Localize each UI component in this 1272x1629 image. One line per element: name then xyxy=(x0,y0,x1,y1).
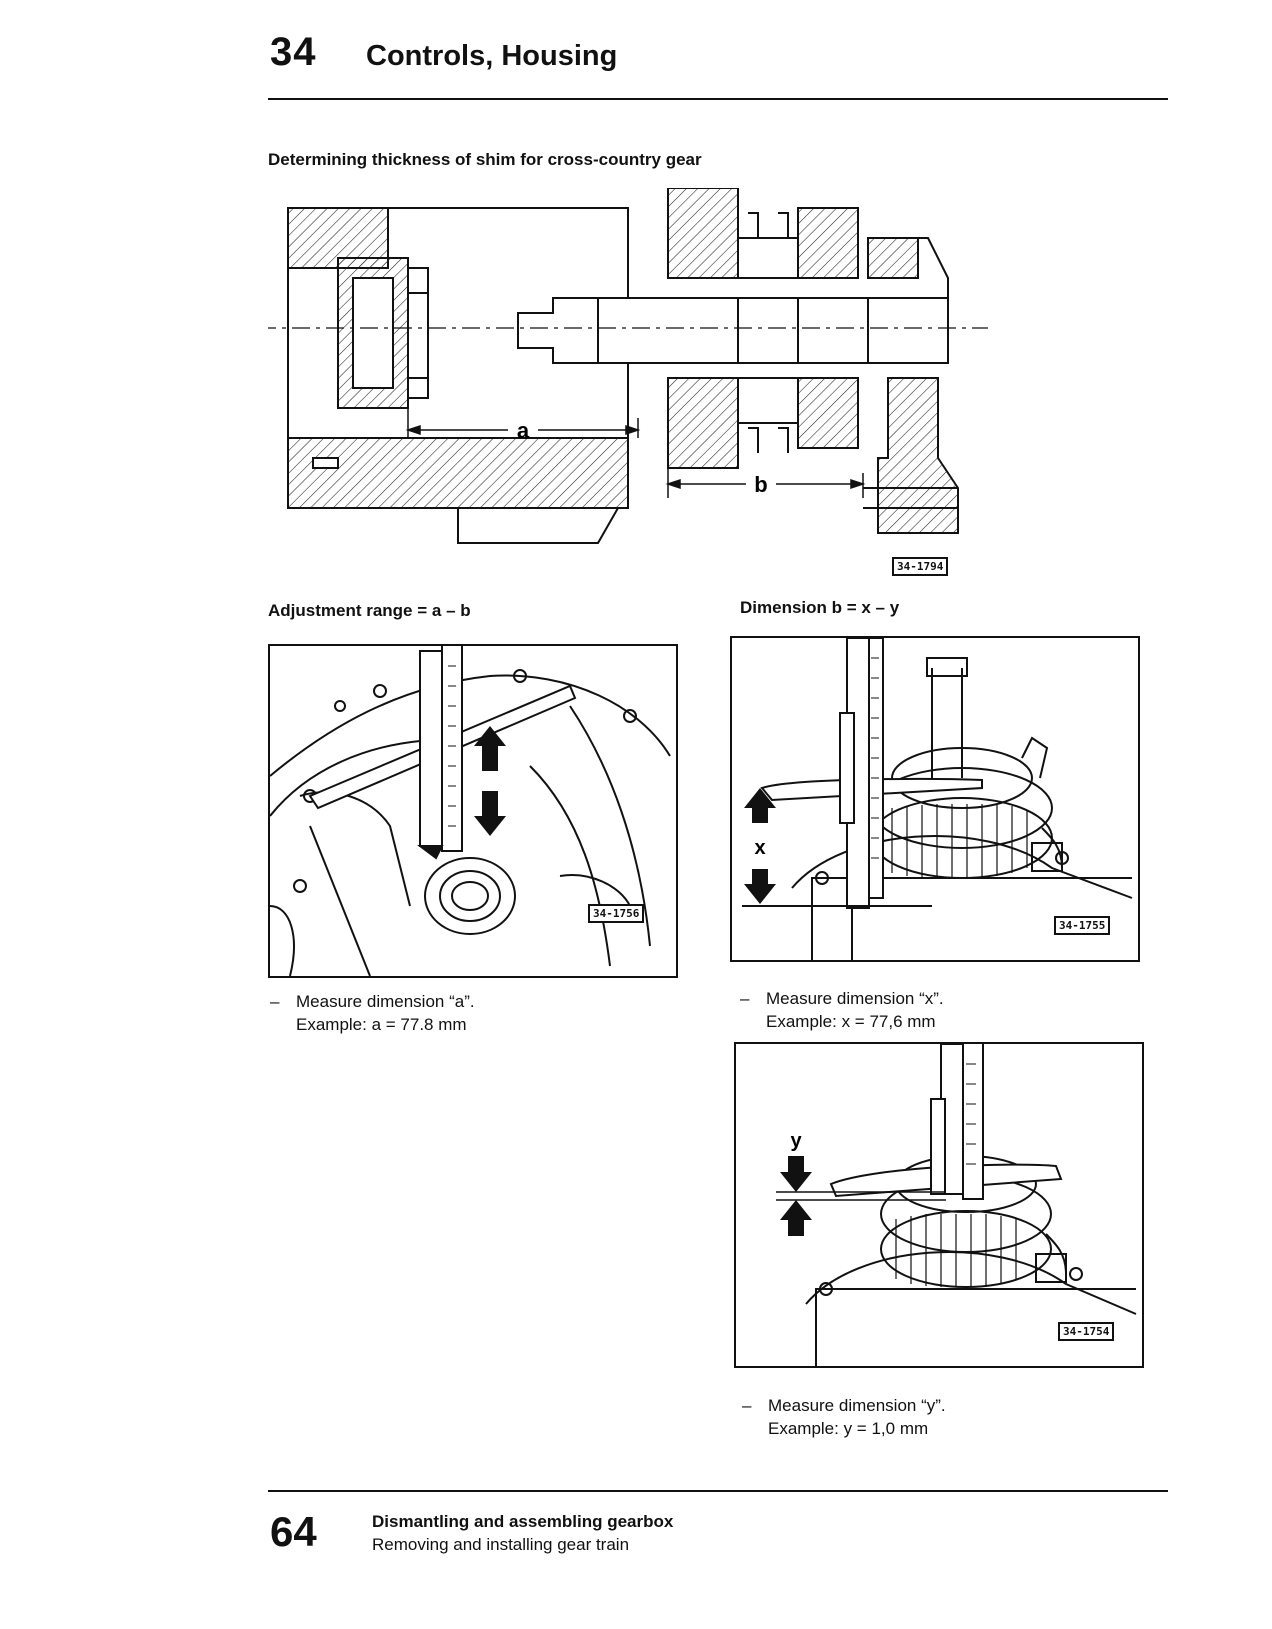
photo-measure-x: x 34-1755 xyxy=(730,636,1140,962)
photo-x-figure-id: 34-1755 xyxy=(1054,916,1111,935)
photo-y-label: y xyxy=(790,1130,802,1152)
caption-x-dash: – xyxy=(740,989,750,1008)
chapter-title: Controls, Housing xyxy=(366,40,618,72)
header-rule xyxy=(268,98,1168,100)
photo-a-label: a xyxy=(485,771,496,791)
photo-x-label: x xyxy=(754,837,765,859)
adjustment-range-heading: Adjustment range = a – b xyxy=(268,601,471,620)
photo-a-figure-id: 34-1756 xyxy=(588,904,645,923)
photo-measure-a: a 34-1756 xyxy=(268,644,678,978)
gear-cross-section-diagram: a b xyxy=(268,188,988,548)
footer-section-title: Dismantling and assembling gearbox xyxy=(372,1512,674,1531)
caption-measure-x: –Measure dimension “x”. Example: x = 77,… xyxy=(740,987,944,1033)
caption-measure-y: –Measure dimension “y”. Example: y = 1,0… xyxy=(742,1394,946,1440)
caption-y-dash: – xyxy=(742,1396,752,1415)
caption-a-line2: Example: a = 77.8 mm xyxy=(296,1015,467,1034)
diagram-label-b: b xyxy=(754,472,767,497)
caption-y-line2: Example: y = 1,0 mm xyxy=(768,1419,929,1438)
caption-a-dash: – xyxy=(270,992,280,1011)
photo-y-figure-id: 34-1754 xyxy=(1058,1322,1115,1341)
caption-x-line1: Measure dimension “x”. xyxy=(766,989,944,1008)
diagram-label-a: a xyxy=(517,418,530,443)
section-title: Determining thickness of shim for cross-… xyxy=(268,150,702,169)
caption-y-line1: Measure dimension “y”. xyxy=(768,1396,946,1415)
diagram-figure-id: 34-1794 xyxy=(892,557,949,576)
caption-measure-a: –Measure dimension “a”. Example: a = 77.… xyxy=(270,990,475,1036)
caption-a-line1: Measure dimension “a”. xyxy=(296,992,475,1011)
dimension-b-heading: Dimension b = x – y xyxy=(740,598,900,617)
chapter-number: 34 xyxy=(270,30,317,74)
caption-x-line2: Example: x = 77,6 mm xyxy=(766,1012,936,1031)
footer-subsection-title: Removing and installing gear train xyxy=(372,1535,630,1554)
page-number: 64 xyxy=(270,1508,317,1555)
footer-rule xyxy=(268,1490,1168,1492)
photo-measure-y: y 34-1754 xyxy=(734,1042,1144,1368)
